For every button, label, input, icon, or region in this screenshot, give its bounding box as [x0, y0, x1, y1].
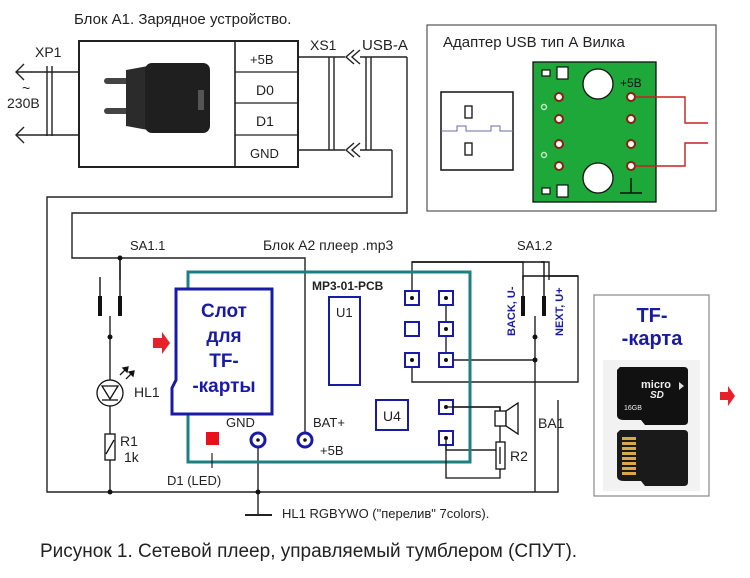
adapter-plus5-label: +5В [620, 76, 642, 90]
hl1-label: HL1 [134, 384, 160, 400]
insert-arrow-icon [153, 332, 170, 354]
switch-sa11[interactable] [98, 258, 122, 316]
charger-image [104, 63, 210, 133]
block-a1-title: Блок А1. Зарядное устройство. [74, 11, 291, 28]
sa12-label: SA1.2 [517, 238, 552, 253]
mains-tilde: ~ [22, 80, 30, 96]
tf-contacts [622, 437, 636, 475]
r2-label: R2 [510, 448, 528, 464]
pin-d0: D0 [256, 82, 274, 98]
adapter-holes [554, 92, 636, 171]
u4-label: U4 [383, 408, 401, 424]
resistor-r2 [495, 441, 506, 470]
pin-gnd: GND [250, 146, 279, 161]
xs1-label: XS1 [310, 37, 337, 53]
tf-card-front [617, 367, 688, 425]
junction-dots [107, 255, 538, 495]
bat-label: BAT+ [313, 415, 345, 430]
usb-a-label: USB-A [362, 37, 408, 54]
gnd-label: GND [226, 415, 255, 430]
bat-voltage: +5В [320, 443, 344, 458]
hl1-note: HL1 RGBYWO ("перелив" 7colors). [282, 506, 489, 521]
adapter-ground-symbol [620, 178, 642, 194]
tf-title-2: -карта [622, 328, 684, 350]
charger-block [78, 40, 299, 168]
tf-slot [170, 287, 274, 416]
bat-pad [296, 431, 314, 449]
adapter-pads [541, 66, 569, 198]
switch-sa12[interactable] [412, 261, 578, 316]
chip-u4 [375, 399, 409, 431]
tf-brand: micro [641, 379, 671, 391]
pcb-label: MP3-01-PCB [312, 279, 384, 293]
resistor-r1 [104, 433, 116, 461]
slot-line-1: Слот [201, 301, 247, 322]
mains-voltage: 230В [7, 95, 40, 111]
chip-u1 [328, 296, 361, 386]
block-a2-title: Блок А2 плеер .mp3 [263, 237, 394, 253]
gnd-pad [249, 431, 267, 449]
u1-label: U1 [336, 305, 353, 320]
figure-caption: Рисунок 1. Сетевой плеер, управляемый ту… [40, 541, 577, 562]
xs1-connector [298, 49, 407, 158]
led-d1 [206, 432, 219, 445]
pin-d1: D1 [256, 113, 274, 129]
r1-value: 1k [124, 449, 140, 465]
slot-line-4: -карты [192, 376, 255, 397]
pin-plus5: +5В [250, 52, 274, 67]
pad-dots [410, 296, 448, 440]
ba1-label: BA1 [538, 415, 565, 431]
tf-capacity: 16GB [624, 405, 642, 412]
led-hl1-symbol [96, 366, 135, 407]
adapter-title: Адаптер USB тип А Вилка [443, 34, 626, 51]
slot-line-2: для [206, 326, 241, 347]
sa11-label: SA1.1 [130, 238, 165, 253]
next-label: NEXT, U+ [554, 287, 566, 336]
adapter-wires [635, 96, 708, 167]
tf-title-1: TF- [636, 305, 667, 327]
xp1-plug [15, 63, 80, 144]
speaker-wires [445, 406, 501, 479]
wires [46, 57, 579, 516]
xp1-label: XP1 [35, 44, 62, 60]
r1-label: R1 [120, 433, 138, 449]
back-label: BACK, U- [506, 286, 518, 336]
led-d1-label: D1 (LED) [167, 473, 221, 488]
tf-sd: SD [650, 390, 664, 401]
pcb-outline [186, 270, 472, 464]
slot-line-3: TF- [209, 351, 239, 372]
tf-arrow-icon [720, 386, 735, 406]
